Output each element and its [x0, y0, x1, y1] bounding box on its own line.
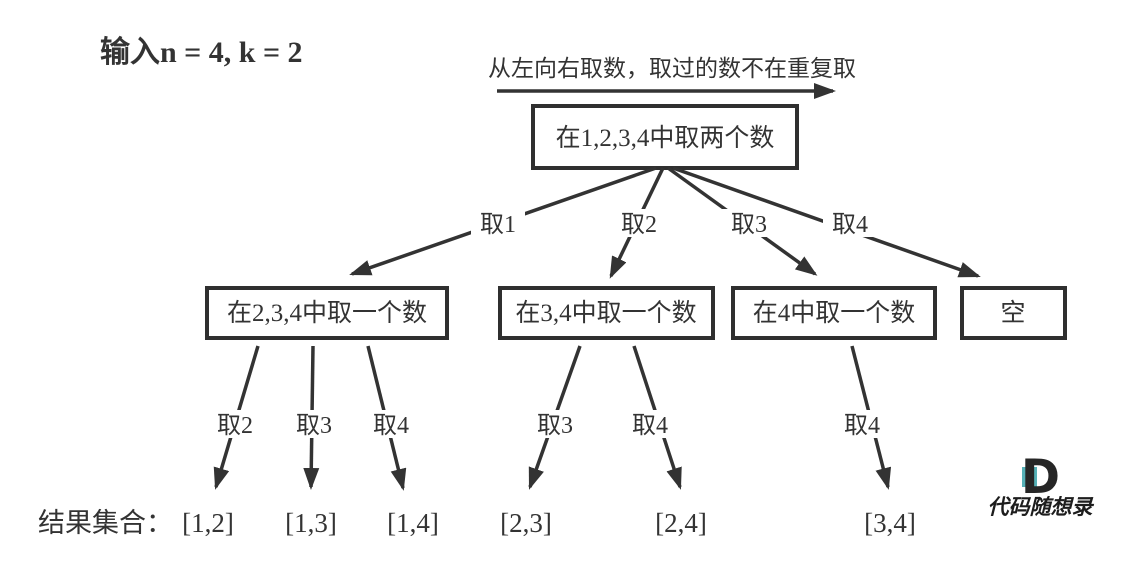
node-child-234-label: 在2,3,4中取一个数 [227, 299, 427, 327]
brand-logo: D 代码随想录 [988, 450, 1095, 519]
traversal-note: 从左向右取数，取过的数不在重复取 [488, 56, 856, 81]
logo-teal-square [1022, 467, 1037, 487]
edge-34-label: 取4 [844, 413, 880, 439]
node-child-34: 在3,4中取一个数 [498, 286, 715, 340]
edge-take1-label: 取1 [480, 212, 516, 238]
node-root-box [531, 104, 799, 170]
edge-label-bg [823, 209, 877, 237]
node-child-34-box [498, 286, 715, 340]
node-root: 在1,2,3,4中取两个数 [531, 104, 799, 170]
node-child-4: 在4中取一个数 [731, 286, 937, 340]
node-child-empty-box [960, 286, 1067, 340]
result-set-24: [2,4] [655, 508, 707, 538]
node-child-234: 在2,3,4中取一个数 [205, 286, 449, 340]
edge-label-bg [365, 410, 417, 438]
edge-take4-label: 取4 [832, 212, 868, 238]
level1-edges: 取1 取2 取3 取4 [349, 166, 981, 279]
edge-label-bg [722, 209, 776, 237]
edge-label-bg [471, 209, 525, 237]
edge-12-label: 取2 [217, 413, 253, 439]
results-row: 结果集合： [1,2] [1,3] [1,4] [2,3] [2,4] [3,4… [38, 508, 916, 538]
level2-edges: 取2 取3 取4 取3 取4 取4 [209, 345, 892, 491]
input-spec-title: 输入n = 4, k = 2 [100, 36, 303, 69]
node-child-234-box [205, 286, 449, 340]
edge-14-label: 取4 [373, 413, 409, 439]
node-root-label: 在1,2,3,4中取两个数 [556, 124, 775, 152]
result-set-23: [2,3] [500, 508, 552, 538]
edge-13-label: 取3 [296, 413, 332, 439]
node-child-4-box [731, 286, 937, 340]
result-set-13: [1,3] [285, 508, 337, 538]
results-caption: 结果集合： [38, 508, 173, 538]
logo-brand-text: 代码随想录 [988, 495, 1095, 519]
edge-23-label: 取3 [537, 413, 573, 439]
result-set-12: [1,2] [182, 508, 234, 538]
edge-24-label: 取4 [632, 413, 668, 439]
logo-d-icon: D [1021, 450, 1060, 505]
edge-take3-label: 取3 [731, 212, 767, 238]
result-set-34: [3,4] [864, 508, 916, 538]
result-set-14: [1,4] [387, 508, 439, 538]
edge-label-bg [209, 410, 261, 438]
node-child-empty-label: 空 [1000, 299, 1025, 327]
node-child-4-label: 在4中取一个数 [753, 299, 916, 327]
level2-nodes: 在2,3,4中取一个数 在3,4中取一个数 在4中取一个数 空 [205, 286, 1067, 340]
node-child-34-label: 在3,4中取一个数 [515, 299, 696, 327]
edge-label-bg [836, 410, 888, 438]
edge-label-bg [612, 209, 666, 237]
edge-label-bg [624, 410, 676, 438]
edge-label-bg [529, 410, 581, 438]
edge-label-bg [288, 410, 340, 438]
edge-take2-label: 取2 [621, 212, 657, 238]
node-child-empty: 空 [960, 286, 1067, 340]
